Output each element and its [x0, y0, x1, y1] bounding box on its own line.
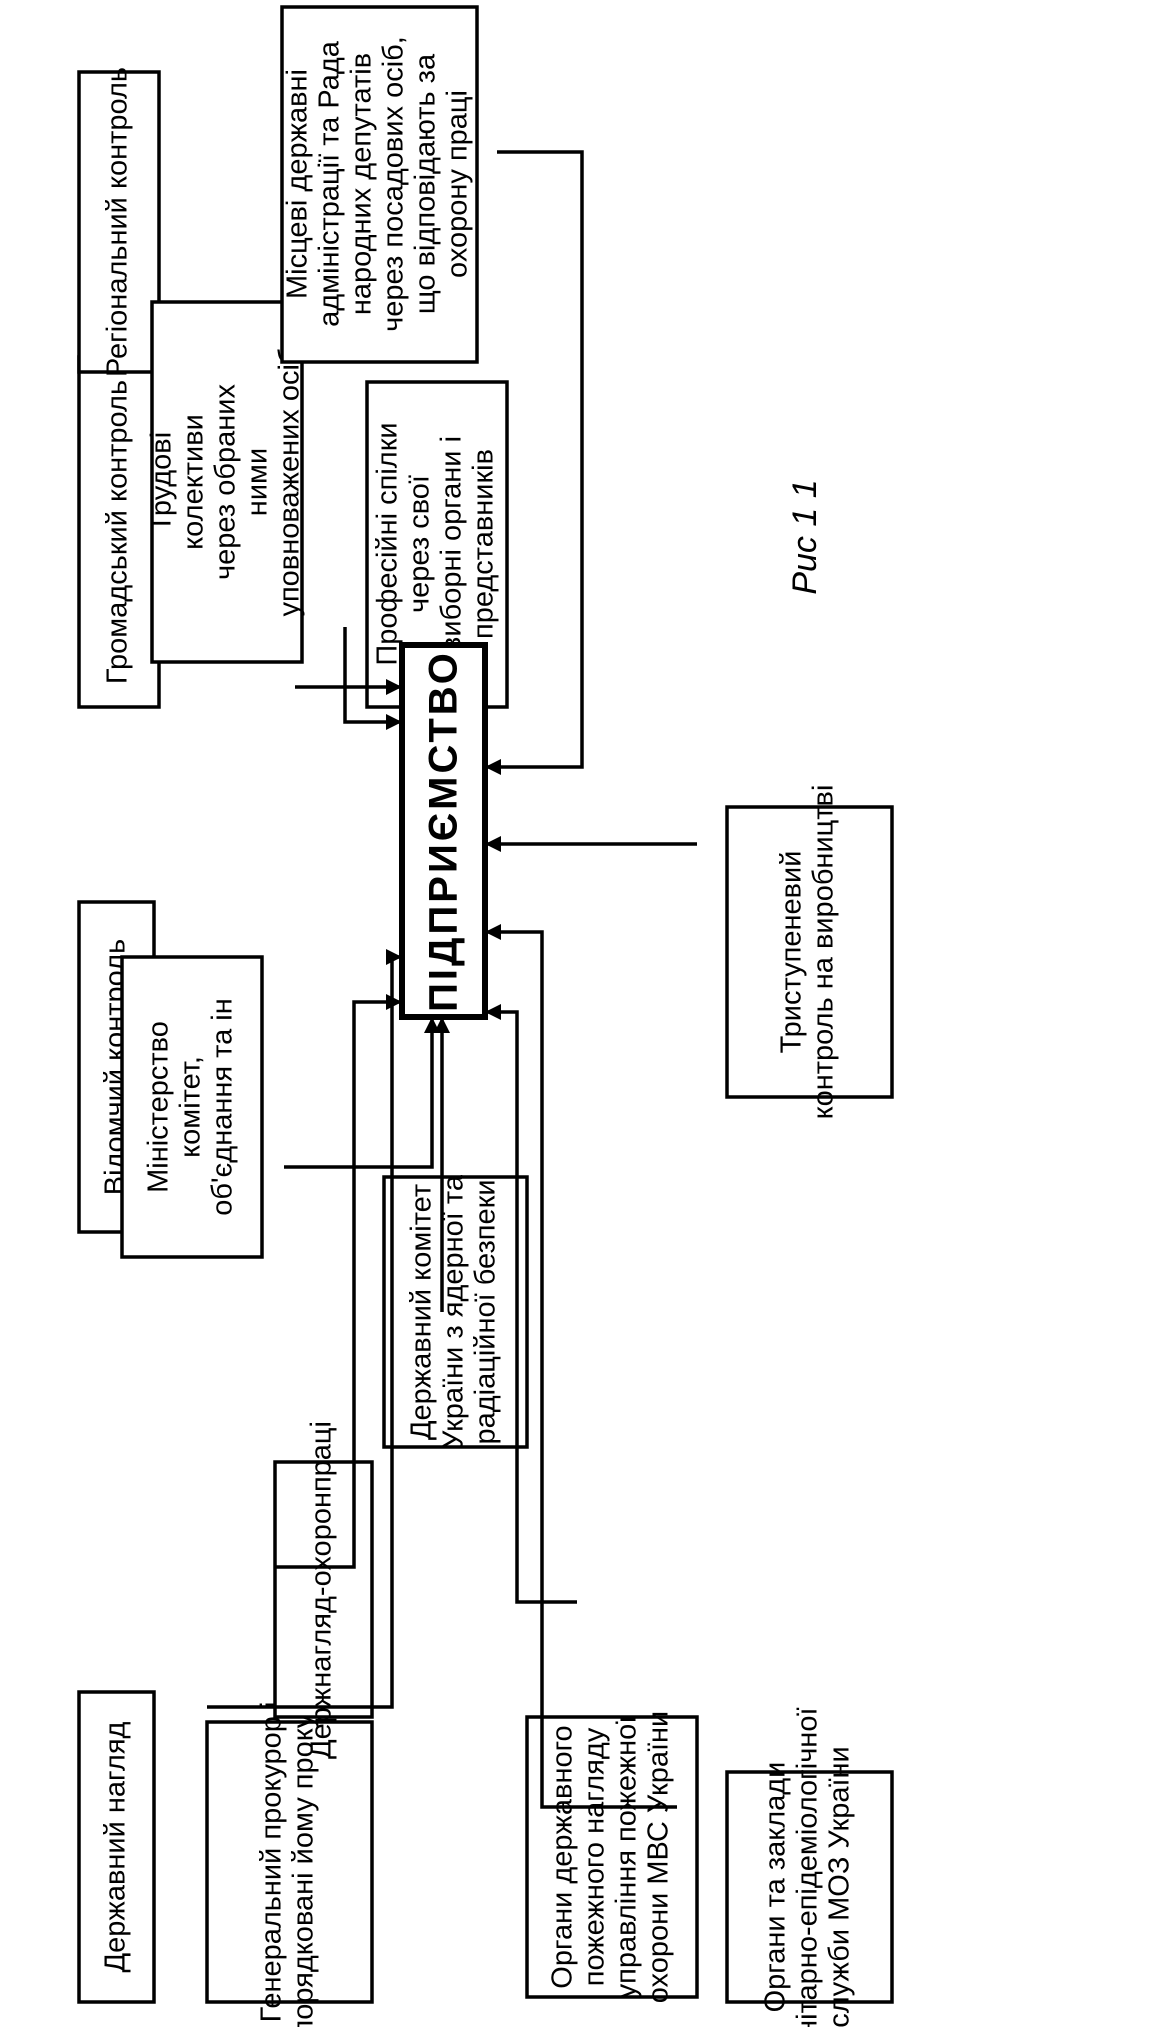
enterprise-box: ПІДПРИЄМСТВО	[399, 642, 488, 1020]
label-line: виборні органи і	[436, 436, 468, 652]
label-line: Місцеві державні	[282, 69, 314, 299]
label-line: Міністерство	[143, 1021, 175, 1193]
enterprise-label: ПІДПРИЄМСТВО	[422, 650, 466, 1012]
box-derzhnaglyad	[273, 1460, 374, 1719]
label-line: Органи державного	[547, 1725, 579, 1988]
body-local-admin-label: Місцеві державніадміністрації та Раданар…	[282, 36, 474, 332]
figure-caption: Рис 1 1	[786, 479, 824, 594]
box-labor-collectives	[150, 300, 304, 664]
label-line: Триступеневий	[776, 851, 808, 1054]
label-line: контроль на виробництві	[808, 785, 840, 1120]
label-line: що відповідають за	[410, 53, 442, 314]
label-line: через посадових осіб,	[378, 36, 410, 332]
label-line: Державний комітет	[406, 1184, 438, 1440]
link-sanitary	[485, 924, 677, 1809]
label-line: народних депутатів	[346, 53, 378, 315]
box-nuclear	[382, 1175, 529, 1449]
label-line: комітет,	[175, 1056, 207, 1158]
label-line: управління пожежної	[611, 1716, 643, 1999]
label-line: служби МОЗ України	[824, 1746, 856, 2027]
label-line: через свої	[404, 475, 436, 613]
label-line: охорону праці	[442, 90, 474, 278]
body-derzhnaglyad-label: Держнагляд-охоронпраці	[306, 1421, 338, 1759]
category-regional-label: Регіональний контроль	[102, 67, 134, 377]
body-three-stage-label: Триступеневийконтроль на виробництві	[776, 785, 840, 1120]
label-line: Професійні спілки	[372, 422, 404, 665]
box-local-admin	[280, 5, 479, 364]
label-line: адміністрації та Рада	[314, 40, 346, 327]
label-line: уповноважених осіб	[274, 347, 306, 616]
label-line: через обраних	[210, 384, 242, 580]
label-line: Органи та заклади	[760, 1762, 792, 2013]
label-line: пожежного нагляду	[579, 1727, 611, 1986]
label-line: Трудові	[146, 432, 178, 532]
link-fire	[485, 1004, 577, 1604]
body-nuclear-label: Державний комітетУкраїни з ядерної тарад…	[406, 1174, 502, 1449]
box-prosecutor	[205, 1720, 374, 2004]
box-ministry	[120, 955, 264, 1259]
link-unions	[343, 627, 402, 730]
link-derzhnaglyad	[275, 994, 402, 1569]
body-fire-label: Органи державногопожежного наглядууправл…	[547, 1711, 675, 2004]
label-line: Генеральний прокурор і	[256, 1702, 288, 2023]
box-sanitary	[725, 1770, 894, 2004]
label-line: санітарно-епідеміологічної	[792, 1707, 824, 2027]
body-labor-collectives-label: Трудовіколективичерез обранихнимиуповнов…	[146, 347, 306, 616]
link-prosecutor	[207, 949, 402, 1709]
box-fire	[525, 1715, 699, 1999]
category-public-label: Громадський контроль	[102, 380, 134, 684]
label-line: об'єднання та ін	[207, 998, 239, 1216]
label-line: ними	[242, 448, 274, 516]
category-state: Державний нагляд	[77, 1690, 156, 2004]
label-line: представників	[468, 449, 500, 639]
label-line: радіаційної безпеки	[470, 1179, 502, 1444]
box-three-stage	[725, 805, 894, 1099]
link-ministry	[284, 1017, 440, 1169]
body-sanitary-label: Органи та закладисанітарно-епідеміологіч…	[760, 1707, 856, 2027]
label-line: колективи	[178, 414, 210, 550]
link-local-admin	[485, 150, 584, 775]
label-line: Держнагляд-охоронпраці	[306, 1421, 338, 1759]
body-ministry-label: Міністерствокомітет,об'єднання та ін	[143, 998, 239, 1216]
category-state-label: Державний нагляд	[100, 1721, 132, 1972]
category-regional: Регіональний контроль	[77, 67, 161, 377]
label-line: охорони МВС України	[643, 1711, 675, 2004]
body-unions-label: Професійні спілкичерез своївиборні орган…	[372, 422, 500, 665]
